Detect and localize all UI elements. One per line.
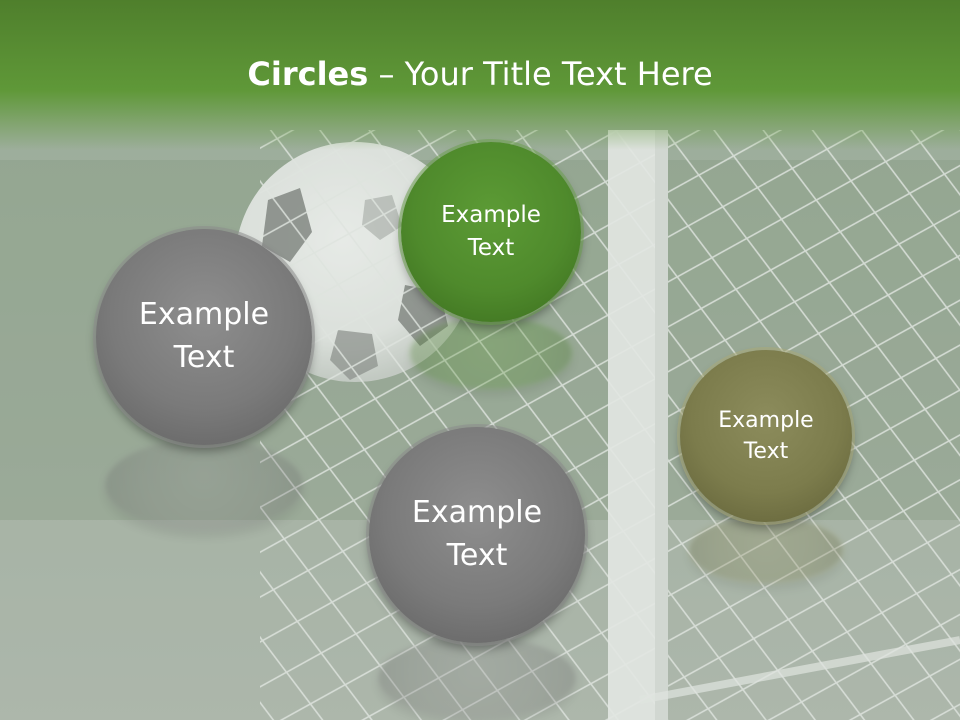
circle-label-line2: Text xyxy=(446,538,508,573)
circle-label: Example Text xyxy=(412,492,542,577)
title-bold-text: Circles xyxy=(247,55,369,93)
title-rest-text: – Your Title Text Here xyxy=(368,55,713,93)
circle-label-line1: Example xyxy=(441,202,541,229)
circle-shape-3[interactable]: Example Text xyxy=(369,427,585,643)
title-band xyxy=(0,0,960,150)
circle-shape-4[interactable]: Example Text xyxy=(680,350,852,522)
circle-label-line1: Example xyxy=(411,495,543,531)
circle-reflection xyxy=(379,638,575,718)
slide-title[interactable]: Circles – Your Title Text Here xyxy=(0,52,960,96)
circle-label-line2: Text xyxy=(743,439,789,464)
circle-reflection xyxy=(106,440,302,530)
circle-label-line1: Example xyxy=(138,297,270,333)
circle-label: Example Text xyxy=(718,405,813,467)
circle-reflection xyxy=(690,518,842,582)
circle-label: Example Text xyxy=(139,294,269,379)
circle-label-line2: Text xyxy=(173,340,235,375)
circle-label-line1: Example xyxy=(718,407,814,433)
circle-reflection xyxy=(411,318,571,388)
circle-label-line2: Text xyxy=(467,235,515,261)
circle-label: Example Text xyxy=(441,199,541,264)
circle-shape-2[interactable]: Example Text xyxy=(401,142,581,322)
circle-shape-1[interactable]: Example Text xyxy=(96,229,312,445)
